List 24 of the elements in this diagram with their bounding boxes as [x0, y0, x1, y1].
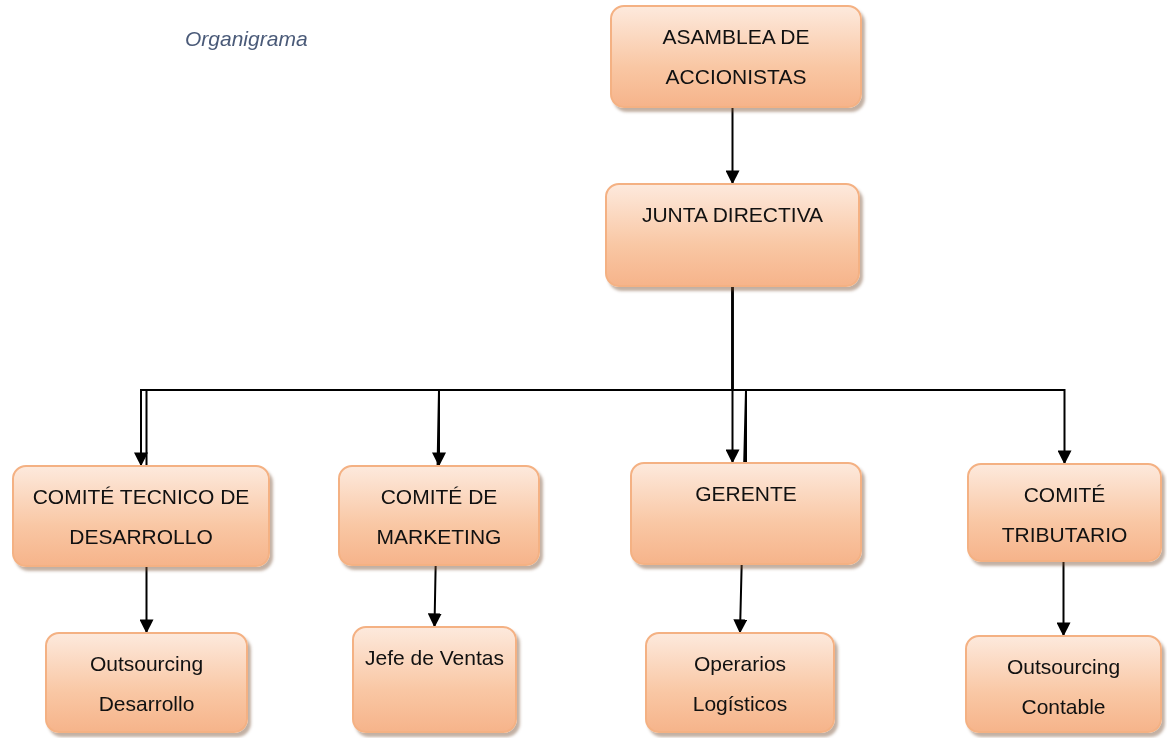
- org-box: [610, 5, 862, 108]
- box-label: ASAMBLEA DE ACCIONISTAS: [661, 24, 811, 90]
- org-box: [965, 635, 1162, 733]
- box-label: Outsourcing Contable: [1005, 654, 1122, 720]
- diagram-title: Organigrama: [185, 27, 308, 51]
- box-label: Outsourcing Desarrollo: [88, 651, 205, 717]
- org-box: [338, 465, 540, 566]
- box-label: Operarios Logísticos: [691, 651, 789, 717]
- arrow: [725, 107, 740, 185]
- org-box: [630, 462, 862, 565]
- box-label: Jefe de Ventas: [365, 645, 504, 671]
- box-label: COMITÉ DE MARKETING: [375, 484, 503, 550]
- arrow: [731, 286, 1072, 465]
- org-box: [352, 626, 517, 733]
- box-label: COMITÉ TRIBUTARIO: [1000, 482, 1129, 548]
- box-label: JUNTA DIRECTIVA: [641, 202, 824, 228]
- org-box: [12, 465, 270, 567]
- org-box: [967, 463, 1162, 562]
- box-label: GERENTE: [695, 481, 797, 507]
- org-box: [605, 183, 860, 287]
- org-box: [645, 632, 835, 733]
- arrow: [1056, 561, 1071, 637]
- org-box: [45, 632, 248, 733]
- box-label: COMITÉ TECNICO DE DESARROLLO: [31, 484, 251, 550]
